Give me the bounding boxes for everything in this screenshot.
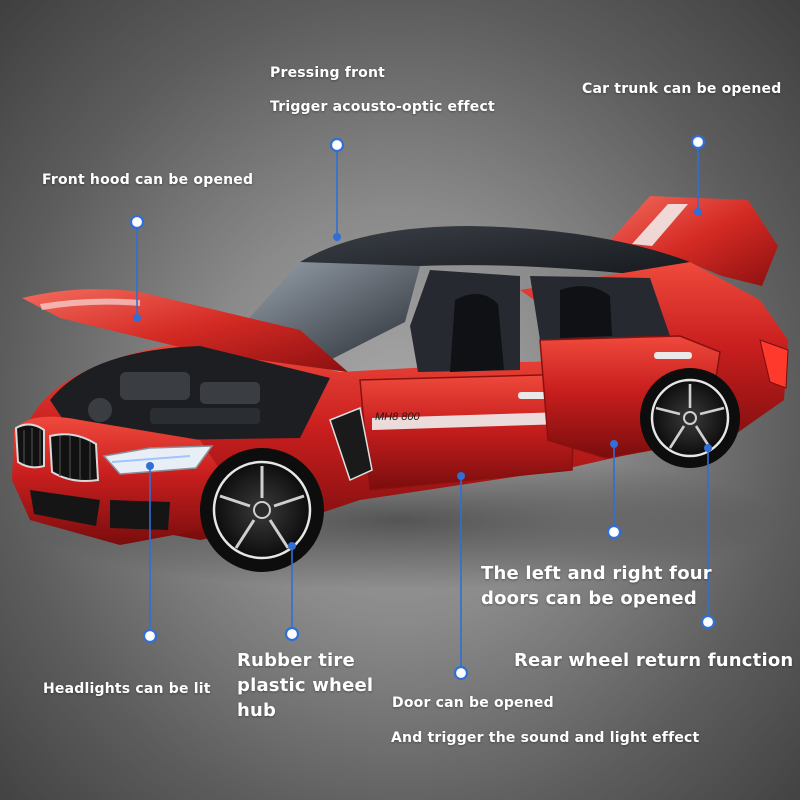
callout-dots (129, 134, 716, 681)
engine-parts (88, 372, 260, 424)
label-trunk: Car trunk can be opened (582, 81, 782, 97)
front-door (359, 373, 576, 491)
rear-seat (560, 286, 612, 338)
label-rear-wheel: Rear wheel return function (514, 650, 794, 671)
callout-dot-door (453, 665, 469, 681)
callout-anchor-front-press (333, 233, 341, 241)
label-four-doors-line2: doors can be opened (481, 588, 697, 609)
callout-dot-front-press (329, 137, 345, 153)
callout-anchor-door (457, 472, 465, 480)
callout-dot-tire (284, 626, 300, 642)
side-vent (329, 406, 373, 482)
label-four-doors-line1: The left and right four (481, 563, 712, 584)
tail-light (759, 339, 789, 389)
grille-slats (23, 428, 91, 480)
front-seat (450, 293, 504, 372)
front-wheel (200, 448, 324, 572)
callout-lines (136, 142, 709, 673)
side-badge: MH8 800 (375, 411, 421, 423)
callout-anchor-tire (288, 542, 296, 550)
trunk-lid (608, 196, 778, 286)
callout-anchor-four-doors (610, 440, 618, 448)
callout-dot-four-doors (606, 524, 622, 540)
callout-dot-hood (129, 214, 145, 230)
callout-anchor-trunk (694, 208, 702, 216)
callout-dot-rear-wheel (700, 614, 716, 630)
label-tire-line2: plastic wheel (237, 675, 374, 696)
label-trigger-effect: Trigger acousto-optic effect (270, 99, 495, 115)
rear-wheel (640, 368, 740, 468)
front-hood (22, 289, 348, 372)
label-door-trigger: And trigger the sound and light effect (391, 730, 700, 746)
callout-anchor-hood (133, 314, 141, 322)
grille-right (48, 433, 100, 482)
callout-anchor-headlights (146, 462, 154, 470)
trunk-stripe (632, 204, 688, 246)
door-stripe (372, 412, 566, 430)
callout-anchor-rear-wheel (704, 444, 712, 452)
lower-intake-right (110, 500, 170, 530)
callout-dot-trunk (690, 134, 706, 150)
callout-dot-headlights (142, 628, 158, 644)
headlight-drl (111, 455, 191, 463)
rear-door-handle (654, 352, 692, 359)
label-four-doors: The left and right four doors can be ope… (481, 561, 712, 611)
label-door-open: Door can be opened (392, 695, 554, 711)
label-tire: Rubber tire plastic wheel hub (237, 648, 373, 723)
label-headlights: Headlights can be lit (43, 681, 211, 697)
label-hood: Front hood can be opened (42, 172, 254, 188)
label-tire-line3: hub (237, 700, 277, 721)
hood-highlight (40, 298, 140, 310)
grille-left (14, 423, 45, 469)
car-model: MH8 800 (12, 196, 789, 545)
headlight (102, 445, 214, 475)
label-pressing-front: Pressing front (270, 65, 386, 81)
label-tire-line1: Rubber tire (237, 650, 355, 671)
lower-intake-left (30, 490, 100, 526)
